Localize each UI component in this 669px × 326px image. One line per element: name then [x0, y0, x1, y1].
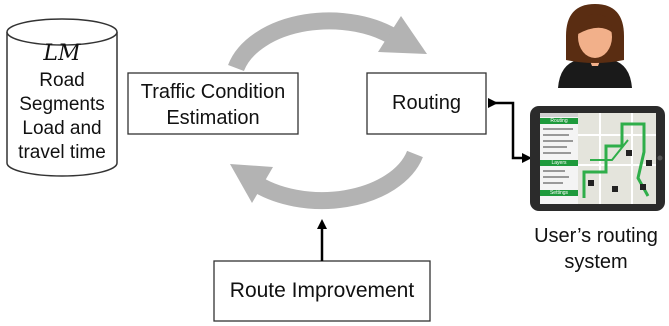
database-cylinder [6, 18, 118, 177]
menu-section-settings [540, 190, 578, 196]
database-symbol: LM [43, 41, 81, 66]
tablet-menu-settings-label: Settings [549, 190, 569, 196]
cycle-arrow-top [228, 12, 405, 72]
cycle-arrow-bottom [247, 150, 423, 210]
database-label-line-4: travel time [18, 142, 106, 163]
cycle-arrows [228, 12, 427, 210]
menu-section-routing [540, 118, 578, 124]
database-label-line-2: Segments [19, 94, 105, 115]
user-system-label-line-1: User’s routing [534, 225, 658, 247]
map-route [582, 122, 650, 198]
routing-label: Routing [392, 92, 461, 114]
menu-section-layers [540, 160, 578, 166]
user-avatar [558, 4, 632, 88]
tablet-menu-layers-label: Layers [551, 160, 567, 166]
traffic-estimation-label-line-2: Estimation [166, 107, 260, 129]
tablet-device [530, 106, 665, 211]
route-improvement-box [213, 260, 431, 322]
database-label-line-3: Load and [22, 118, 102, 139]
user-system-label-line-2: system [564, 251, 628, 273]
route-improvement-label: Route Improvement [229, 279, 415, 302]
cycle-arrow-top-head [378, 16, 427, 54]
traffic-estimation-box [127, 72, 299, 135]
tablet-menu-routing-label: Routing [550, 118, 568, 124]
database-label-line-1: Road [39, 70, 85, 91]
routing-box [366, 72, 487, 135]
traffic-estimation-label-line-1: Traffic Condition [140, 81, 286, 103]
cycle-arrow-bottom-head [230, 164, 273, 203]
routing-tablet-connector [488, 98, 532, 163]
